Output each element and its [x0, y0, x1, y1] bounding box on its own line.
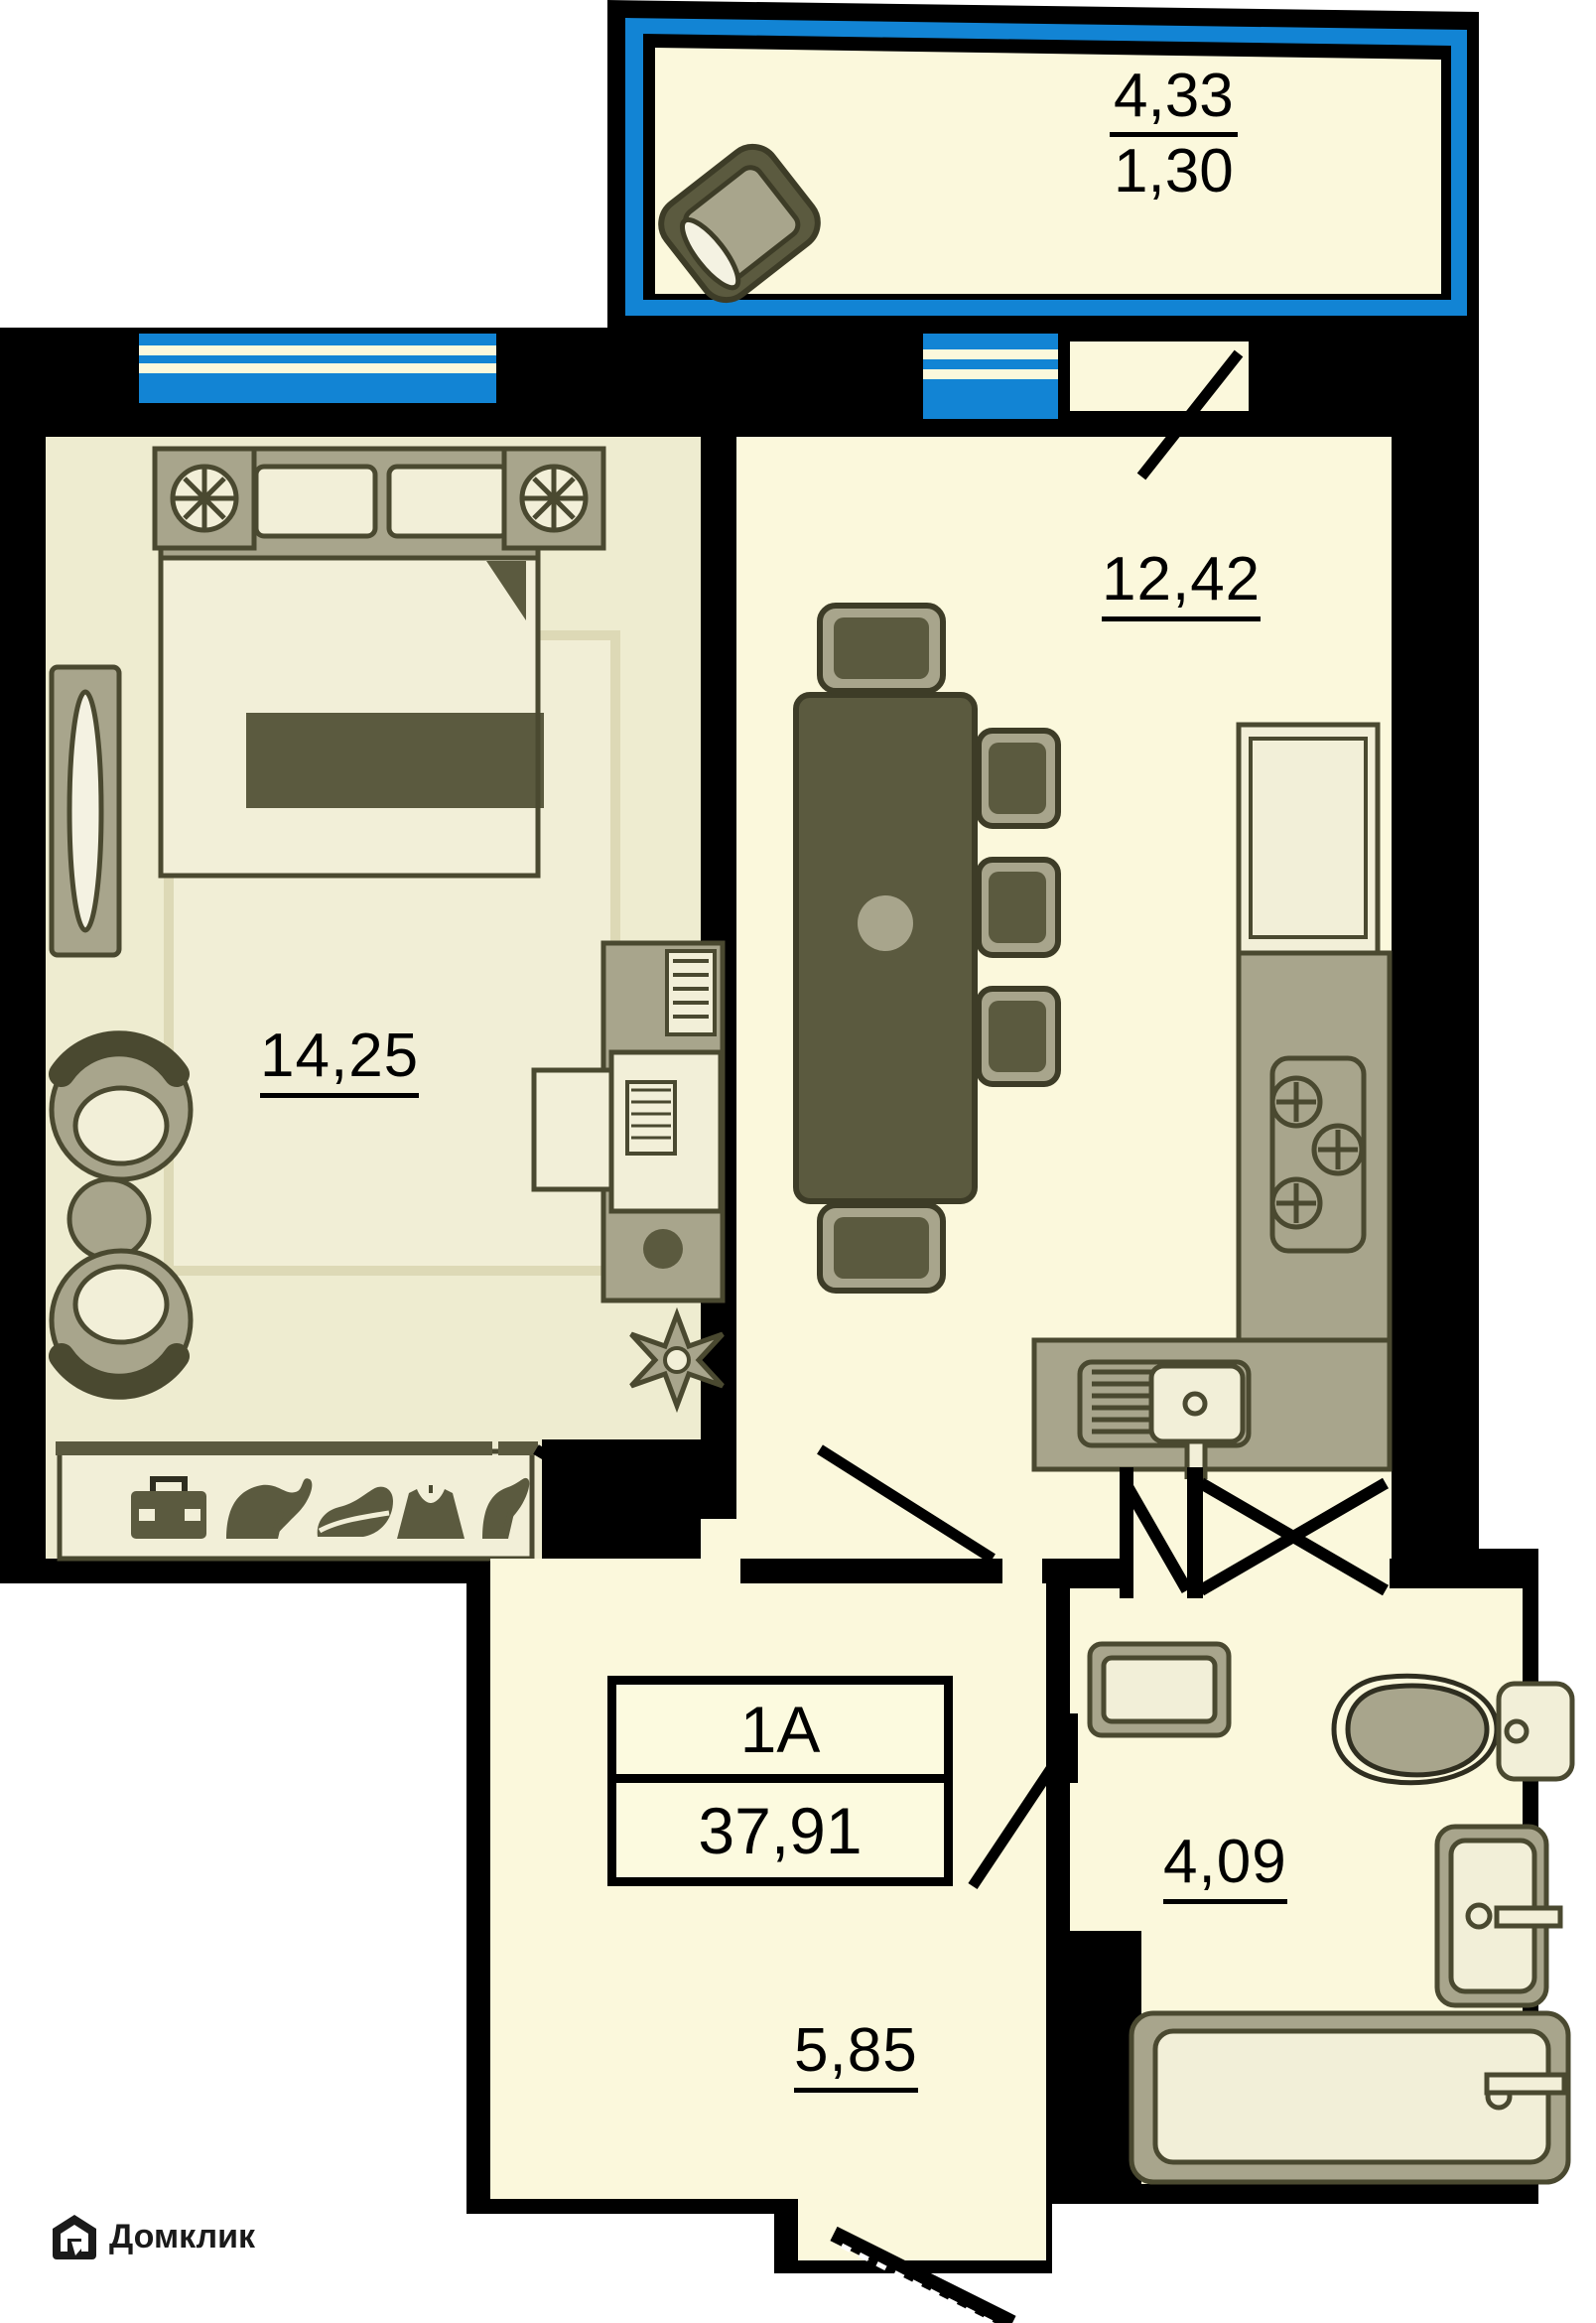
dining-chair-right-2	[976, 857, 1061, 958]
washbasin-icon	[1434, 1824, 1563, 2008]
home-icon	[50, 2212, 99, 2261]
wc-double-door	[1120, 1467, 1390, 1598]
logo-text: Домклик	[109, 2217, 256, 2255]
bathroom-area-label: 4,09	[1163, 1827, 1287, 1904]
bedroom-window	[139, 334, 496, 403]
toilet-icon	[1331, 1673, 1575, 1786]
briefcase-icon	[131, 1476, 206, 1539]
dining-table-icon	[793, 603, 1061, 1294]
dining-chair-right-3	[976, 986, 1061, 1087]
sink-icon	[1077, 1359, 1252, 1494]
high-heel-icon	[226, 1478, 313, 1539]
label-divider	[616, 1774, 944, 1783]
balcony-chair-icon	[658, 143, 821, 304]
domclick-logo[interactable]: Домклик	[50, 2212, 255, 2261]
mirror-icon	[49, 664, 122, 958]
bathtub-icon	[1129, 2010, 1571, 2185]
armchair-bottom-icon	[49, 1248, 194, 1400]
nightstand-right-icon	[501, 446, 606, 551]
closet-icons-strip	[56, 1441, 538, 1562]
stove-icon	[1269, 1055, 1367, 1254]
washing-machine-icon	[1087, 1641, 1232, 1738]
nightstand-left-icon	[152, 446, 257, 551]
dress-icon	[397, 1485, 465, 1539]
apartment-type: 1A	[739, 1693, 821, 1766]
wardrobe-desk-icon	[531, 940, 726, 1303]
kitchen-window	[923, 334, 1249, 419]
apartment-total-area: 37,91	[698, 1793, 863, 1867]
dining-chair-right-1	[976, 728, 1061, 829]
kitchen-area-label: 12,42	[1102, 544, 1262, 621]
boot-icon	[482, 1477, 530, 1539]
hall-area-label: 5,85	[794, 2015, 918, 2093]
balcony-room	[607, 0, 1479, 328]
bed-icon	[158, 446, 544, 879]
sneaker-icon	[317, 1486, 393, 1537]
entry-door	[830, 2226, 1016, 2323]
kitchen-counter	[1031, 722, 1393, 1494]
bedroom-area-label: 14,25	[260, 1021, 420, 1098]
balcony-area-label: 4,33 1,30	[1110, 63, 1238, 205]
bathroom-room	[1052, 1588, 1575, 2194]
fridge-icon	[1236, 722, 1381, 956]
plant-icon	[629, 1306, 725, 1414]
kitchen-living-room	[736, 334, 1393, 1559]
door-openings	[701, 1467, 1390, 1783]
side-stool-icon	[66, 1176, 152, 1262]
dining-chair-bottom	[817, 1202, 946, 1294]
apartment-label-box: 1A 37,91	[607, 1676, 953, 1886]
dining-chair-top	[817, 603, 946, 694]
armchair-top-icon	[49, 1030, 194, 1182]
bedroom-room	[46, 334, 726, 1562]
